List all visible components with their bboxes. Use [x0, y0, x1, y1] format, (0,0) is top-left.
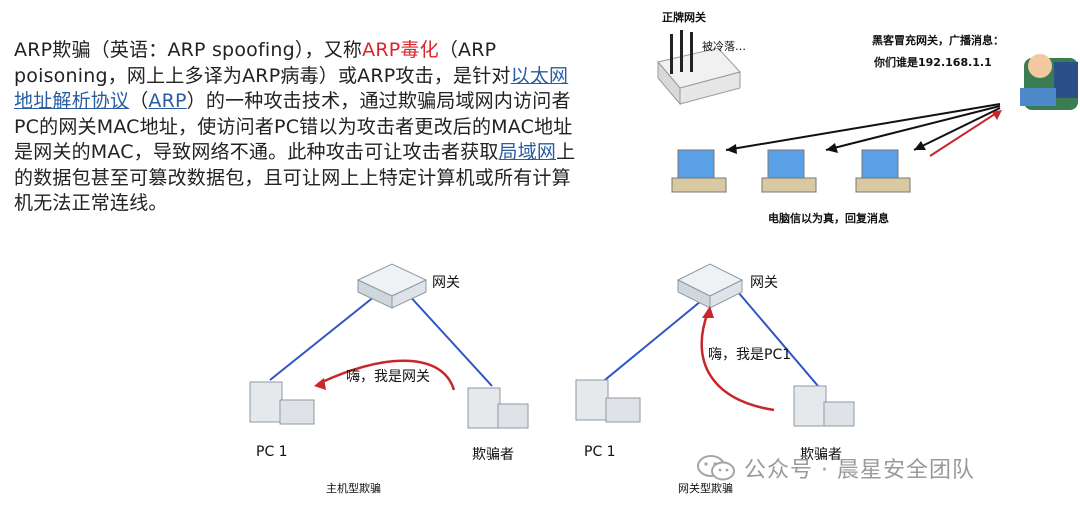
spoof-arrow: [700, 311, 775, 412]
left-pc1-label: PC 1: [256, 444, 288, 460]
paragraph-text-4: ）的一种攻击技术，通过欺骗局域网内访问者PC的网关MAC地址，使访问者PC错以为…: [14, 90, 573, 163]
reply-caption: 电脑信以为真，回复消息: [768, 212, 889, 225]
gateway-spoofing-caption: 网关型欺骗: [678, 482, 733, 495]
attacker-computer-icon: [793, 385, 855, 427]
link-gateway-attacker: [737, 291, 819, 387]
paragraph-text-5: 上的数据包甚至可篡改数据包，且可让网上上特定计算机或所有计算机无法正常连线。: [14, 141, 576, 214]
paragraph-text-2: （ARP poisoning，网上上多译为ARP病毒）或ARP攻击，是针对: [14, 39, 511, 87]
pc1-computer-icon: [575, 379, 641, 423]
right-spoof-speech: 嗨，我是PC1: [708, 347, 792, 363]
lan-link[interactable]: 局域网: [498, 141, 557, 163]
right-pc1-label: PC 1: [584, 444, 616, 460]
link-gateway-pc1: [269, 291, 381, 381]
ignored-label: 被冷落…: [702, 40, 746, 53]
description-paragraph: ARP欺骗（英语：ARP spoofing），又称ARP毒化（ARP poiso…: [14, 38, 576, 217]
real-gateway-title: 正牌网关: [662, 11, 706, 24]
host-spoofing-diagram: [249, 263, 529, 429]
victim-pc-3: [855, 149, 911, 193]
paragraph-text-3: （: [129, 90, 149, 112]
hacker-broadcast-line-1: 黑客冒充网关，广播消息：: [872, 34, 1004, 47]
watermark: 公众号 · 晨星安全团队: [696, 452, 975, 484]
left-spoof-speech: 嗨，我是网关: [346, 369, 430, 385]
gateway-spoofing-diagram: [575, 263, 855, 427]
broadcast-arrow-3: [913, 107, 1001, 151]
gateway-router-icon: [356, 263, 428, 309]
hacker-broadcast-line-2: 你们谁是192.168.1.1: [874, 56, 992, 69]
host-spoofing-caption: 主机型欺骗: [326, 482, 381, 495]
pc1-computer-icon: [249, 381, 315, 425]
hacker-figure: [1020, 54, 1078, 110]
real-gateway-router: [657, 30, 741, 106]
arp-link[interactable]: ARP: [148, 90, 187, 112]
spoof-arrow: [317, 359, 456, 391]
victim-pc-1: [671, 149, 727, 193]
link-gateway-attacker: [405, 291, 493, 387]
right-gateway-label: 网关: [750, 275, 778, 291]
left-gateway-label: 网关: [432, 275, 460, 291]
link-gateway-pc1: [599, 291, 713, 385]
wechat-icon: [697, 455, 735, 481]
left-attacker-label: 欺骗者: [472, 447, 514, 463]
reply-arrow: [929, 111, 999, 157]
arp-poisoning-term: ARP毒化: [362, 39, 439, 61]
arp-broadcast-diagram: [657, 30, 1078, 193]
gateway-router-icon: [676, 263, 744, 309]
watermark-text: 公众号 · 晨星安全团队: [744, 458, 975, 483]
victim-pc-2: [761, 149, 817, 193]
broadcast-arrow-1: [725, 103, 1001, 151]
attacker-computer-icon: [467, 387, 529, 429]
ethernet-arp-link[interactable]: 以太网地址解析协议: [14, 64, 569, 113]
right-attacker-label: 欺骗者: [800, 447, 842, 463]
broadcast-arrow-2: [825, 105, 1001, 151]
paragraph-text-1: ARP欺骗（英语：ARP spoofing），又称: [14, 39, 363, 61]
